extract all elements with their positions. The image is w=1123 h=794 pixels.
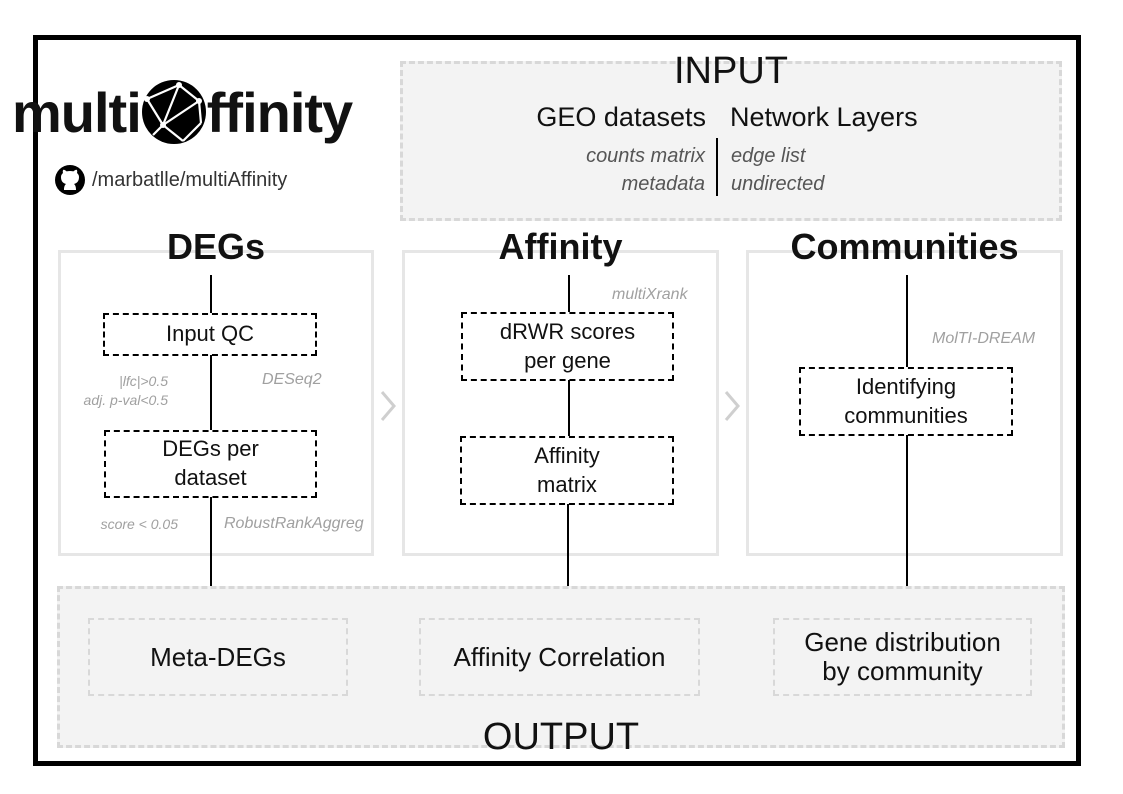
robustrankaggreg-label: RobustRankAggreg [224,515,364,532]
input-title: INPUT [674,50,788,92]
degs-panel [58,250,374,556]
score-threshold: score < 0.05 [100,516,178,532]
network-layers-label: Network Layers [730,102,918,132]
deseq2-label: DESeq2 [262,371,322,388]
gene-distribution-output: Gene distribution by community [773,618,1032,696]
degs-per-dataset-step: DEGs per dataset [104,430,317,498]
pval-threshold: adj. p-val<0.5 [83,391,168,408]
degs-title: DEGs [166,226,266,267]
affinity-matrix-step: Affinity matrix [460,436,674,505]
degs-filter-1: |lfc|>0.5 adj. p-val<0.5 [64,372,168,410]
affinity-title: Affinity [498,226,623,267]
chevron-right-icon [378,386,398,436]
output-title: OUTPUT [482,716,640,758]
geo-items: counts matrix metadata [500,142,705,198]
connector-line [568,380,570,437]
connector-line [210,275,212,314]
communities-title: Communities [790,226,1019,267]
affinity-correlation-output: Affinity Correlation [419,618,700,696]
connector-line [210,355,212,431]
connector-line [568,275,570,313]
network-item-undirected: undirected [731,173,825,195]
input-divider [716,138,718,196]
drwr-scores-step: dRWR scores per gene [461,312,674,381]
logo-prefix: multi [12,80,142,144]
github-link[interactable]: /marbatlle/multiAffinity [54,164,287,196]
input-qc-step: Input QC [103,313,317,356]
logo: multi ffinity [12,72,353,152]
geo-item-metadata: metadata [621,173,705,195]
network-item-edge-list: edge list [731,145,806,167]
affinity-panel [402,250,719,556]
connector-line [906,275,908,368]
multixrank-label: multiXrank [612,286,688,303]
outer-frame [33,35,1081,766]
connector-line [567,504,569,618]
identifying-communities-step: Identifying communities [799,367,1013,436]
logo-suffix: ffinity [206,80,353,144]
geo-item-counts: counts matrix [586,145,705,167]
connector-line [210,497,212,618]
lfc-threshold: |lfc|>0.5 [119,373,168,389]
github-repo-path: /marbatlle/multiAffinity [92,168,288,191]
input-box [400,61,1062,221]
network-globe-icon [139,77,209,147]
chevron-right-icon [722,386,742,436]
geo-datasets-label: GEO datasets [536,102,706,132]
github-icon [54,164,86,196]
meta-degs-output: Meta-DEGs [88,618,348,696]
molti-dream-label: MolTI-DREAM [932,330,1036,347]
network-items: edge list undirected [731,142,931,198]
connector-line [906,435,908,618]
